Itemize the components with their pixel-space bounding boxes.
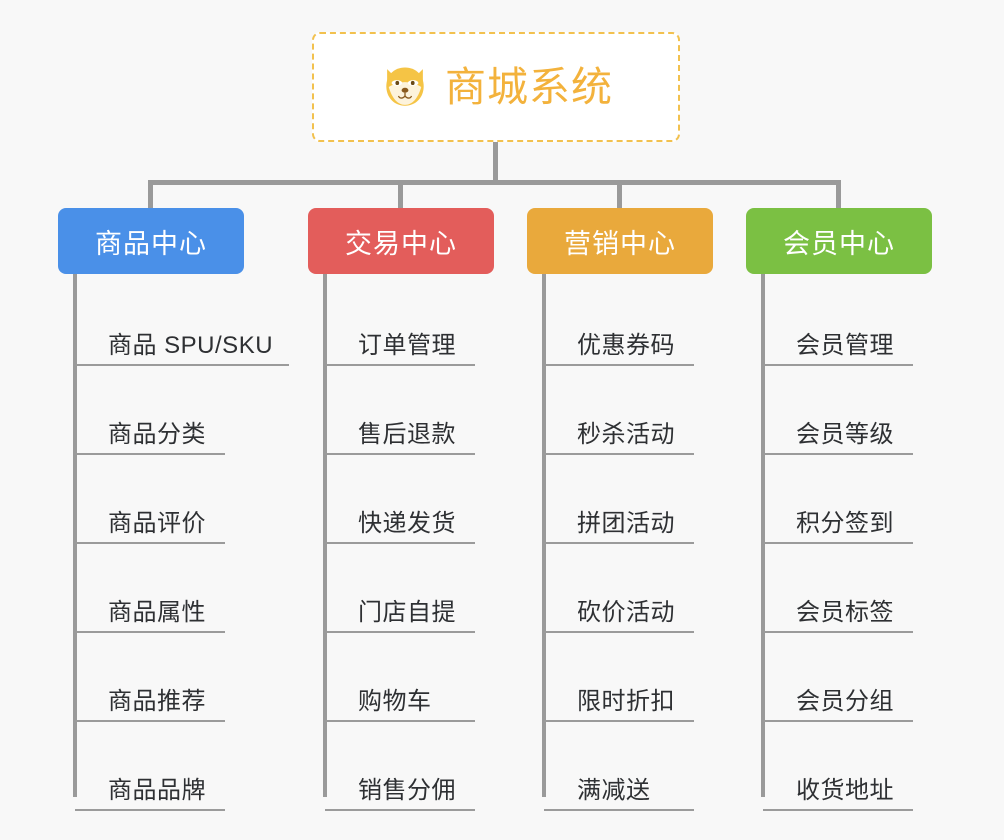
list-item[interactable]: 会员管理 bbox=[763, 296, 913, 366]
list-item[interactable]: 快递发货 bbox=[325, 455, 475, 544]
connector-spine-product bbox=[73, 274, 77, 797]
list-item[interactable]: 售后退款 bbox=[325, 366, 475, 455]
connector-drop-4 bbox=[836, 180, 841, 208]
connector-drop-2 bbox=[398, 180, 403, 208]
list-item[interactable]: 收货地址 bbox=[763, 722, 913, 811]
connector-drop-3 bbox=[617, 180, 622, 208]
root-node[interactable]: 商城系统 bbox=[312, 32, 680, 142]
connector-spine-marketing bbox=[542, 274, 546, 797]
list-item[interactable]: 商品 SPU/SKU bbox=[75, 296, 290, 366]
list-item[interactable]: 秒杀活动 bbox=[544, 366, 694, 455]
category-column-product: 商品中心 商品 SPU/SKU 商品分类 商品评价 商品属性 商品推荐 商品品牌 bbox=[58, 208, 298, 811]
category-pill-label: 营销中心 bbox=[564, 228, 676, 259]
category-pill-label: 会员中心 bbox=[783, 228, 895, 259]
list-item[interactable]: 拼团活动 bbox=[544, 455, 694, 544]
category-pill-label: 商品中心 bbox=[95, 228, 207, 259]
shiba-dog-face-icon bbox=[386, 67, 424, 106]
subitem-wrapper-product: 商品 SPU/SKU 商品分类 商品评价 商品属性 商品推荐 商品品牌 bbox=[58, 274, 298, 811]
subitem-list-member: 会员管理 会员等级 积分签到 会员标签 会员分组 收货地址 bbox=[763, 296, 971, 811]
connector-root-stem bbox=[493, 142, 498, 182]
list-item[interactable]: 限时折扣 bbox=[544, 633, 694, 722]
list-item[interactable]: 会员分组 bbox=[763, 633, 913, 722]
category-columns: 商品中心 商品 SPU/SKU 商品分类 商品评价 商品属性 商品推荐 商品品牌… bbox=[0, 208, 1004, 840]
list-item[interactable]: 商品分类 bbox=[75, 366, 225, 455]
list-item[interactable]: 商品评价 bbox=[75, 455, 225, 544]
subitem-list-trade: 订单管理 售后退款 快递发货 门店自提 购物车 销售分佣 bbox=[325, 296, 533, 811]
category-pill-trade[interactable]: 交易中心 bbox=[308, 208, 494, 274]
subitem-wrapper-trade: 订单管理 售后退款 快递发货 门店自提 购物车 销售分佣 bbox=[308, 274, 533, 811]
subitem-list-product: 商品 SPU/SKU 商品分类 商品评价 商品属性 商品推荐 商品品牌 bbox=[75, 296, 298, 811]
list-item[interactable]: 购物车 bbox=[325, 633, 475, 722]
list-item[interactable]: 销售分佣 bbox=[325, 722, 475, 811]
list-item[interactable]: 积分签到 bbox=[763, 455, 913, 544]
list-item[interactable]: 商品品牌 bbox=[75, 722, 225, 811]
category-pill-member[interactable]: 会员中心 bbox=[746, 208, 932, 274]
connector-spine-trade bbox=[323, 274, 327, 797]
connector-spine-member bbox=[761, 274, 765, 797]
category-pill-product[interactable]: 商品中心 bbox=[58, 208, 244, 274]
list-item[interactable]: 砍价活动 bbox=[544, 544, 694, 633]
root-title: 商城系统 bbox=[445, 63, 613, 110]
subitem-list-marketing: 优惠券码 秒杀活动 拼团活动 砍价活动 限时折扣 满减送 bbox=[544, 296, 752, 811]
list-item[interactable]: 会员标签 bbox=[763, 544, 913, 633]
connector-drop-1 bbox=[148, 180, 153, 208]
category-column-trade: 交易中心 订单管理 售后退款 快递发货 门店自提 购物车 销售分佣 bbox=[308, 208, 533, 811]
category-column-marketing: 营销中心 优惠券码 秒杀活动 拼团活动 砍价活动 限时折扣 满减送 bbox=[527, 208, 752, 811]
subitem-wrapper-member: 会员管理 会员等级 积分签到 会员标签 会员分组 收货地址 bbox=[746, 274, 971, 811]
connector-horizontal-bus bbox=[148, 180, 841, 185]
category-column-member: 会员中心 会员管理 会员等级 积分签到 会员标签 会员分组 收货地址 bbox=[746, 208, 971, 811]
list-item[interactable]: 门店自提 bbox=[325, 544, 475, 633]
list-item[interactable]: 会员等级 bbox=[763, 366, 913, 455]
subitem-wrapper-marketing: 优惠券码 秒杀活动 拼团活动 砍价活动 限时折扣 满减送 bbox=[527, 274, 752, 811]
list-item[interactable]: 商品推荐 bbox=[75, 633, 225, 722]
list-item[interactable]: 订单管理 bbox=[325, 296, 475, 366]
category-pill-marketing[interactable]: 营销中心 bbox=[527, 208, 713, 274]
list-item[interactable]: 商品属性 bbox=[75, 544, 225, 633]
list-item[interactable]: 优惠券码 bbox=[544, 296, 694, 366]
list-item[interactable]: 满减送 bbox=[544, 722, 694, 811]
category-pill-label: 交易中心 bbox=[345, 228, 457, 259]
